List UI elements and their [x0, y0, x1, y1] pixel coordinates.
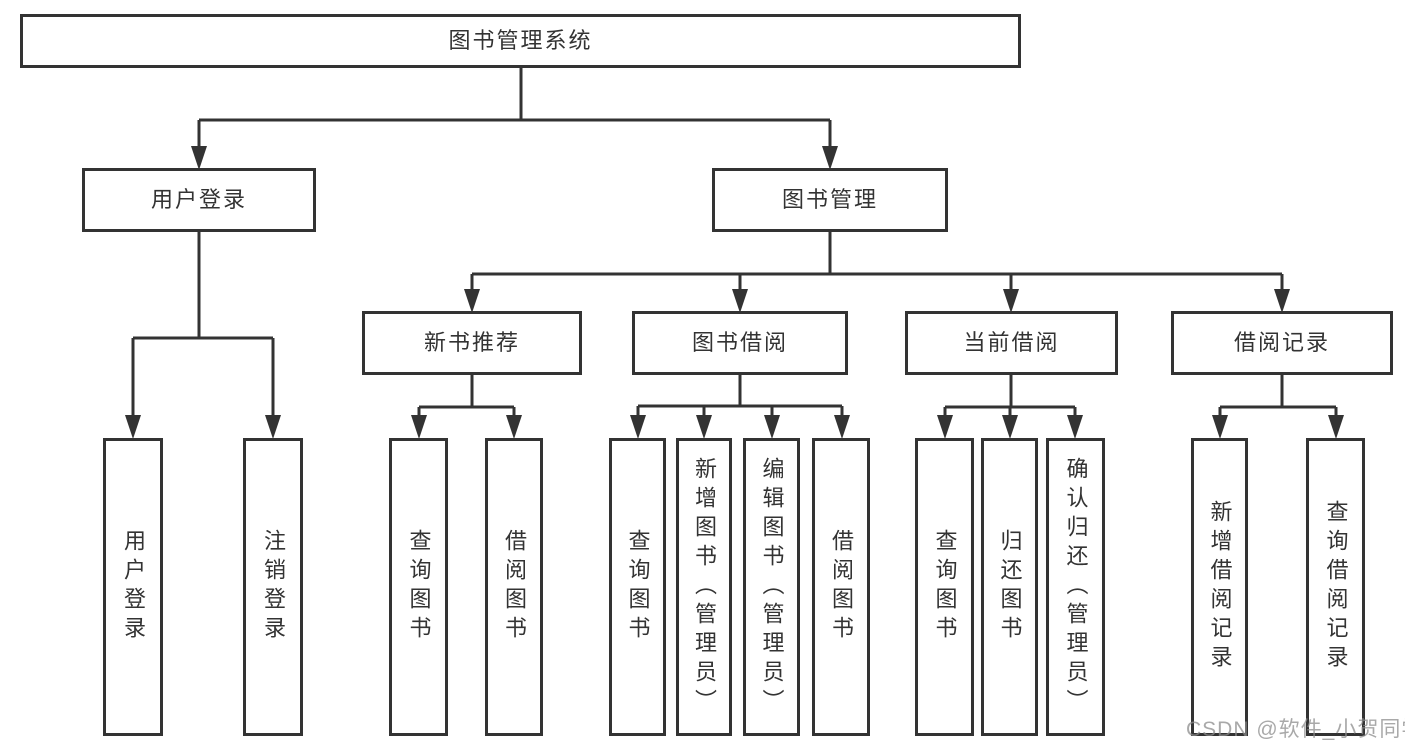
- node-book-borrow: 图书借阅: [632, 311, 848, 375]
- node-book-mgmt: 图书管理: [712, 168, 948, 232]
- arrow-down-icon: [411, 415, 427, 439]
- connector-root-to-level2: [197, 66, 832, 147]
- node-user-login: 用户登录: [82, 168, 316, 232]
- connector-bookmgmt-to-level3: [470, 231, 1284, 290]
- node-rec-borrow-book: 借阅图书: [485, 438, 543, 736]
- arrow-down-icon: [1002, 415, 1018, 439]
- node-borrow-record: 借阅记录: [1171, 311, 1393, 375]
- node-cb-query-book: 查询图书: [915, 438, 974, 736]
- node-rec-query-book: 查询图书: [389, 438, 448, 736]
- arrow-down-icon: [764, 415, 780, 439]
- arrow-down-icon: [506, 415, 522, 439]
- arrow-down-icon: [125, 415, 141, 439]
- arrowheads: [125, 146, 1344, 439]
- node-bb-edit-book: 编辑图书（管理员）: [743, 438, 800, 736]
- node-new-book-rec: 新书推荐: [362, 311, 582, 375]
- node-root: 图书管理系统: [20, 14, 1021, 68]
- connector-userlogin-to-leaves: [131, 231, 275, 416]
- arrow-down-icon: [1212, 415, 1228, 439]
- connector-newbookrec-to-leaves: [417, 374, 516, 417]
- node-cb-confirm-return: 确认归还（管理员）: [1046, 438, 1105, 736]
- arrow-down-icon: [822, 146, 838, 170]
- node-leaf-logout: 注销登录: [243, 438, 303, 736]
- arrow-down-icon: [937, 415, 953, 439]
- arrow-down-icon: [630, 415, 646, 439]
- connector-currentborrow-to-leaves: [943, 374, 1077, 417]
- connector-borrowrecord-to-leaves: [1218, 374, 1338, 417]
- arrow-down-icon: [696, 415, 712, 439]
- csdn-watermark: CSDN @软件_小贺同学: [1186, 718, 1405, 741]
- node-br-add-record: 新增借阅记录: [1191, 438, 1248, 736]
- arrow-down-icon: [834, 415, 850, 439]
- arrow-down-icon: [1003, 289, 1019, 313]
- arrow-down-icon: [1328, 415, 1344, 439]
- node-current-borrow: 当前借阅: [905, 311, 1118, 375]
- node-cb-return-book: 归还图书: [981, 438, 1038, 736]
- arrow-down-icon: [1067, 415, 1083, 439]
- arrow-down-icon: [732, 289, 748, 313]
- connector-bookborrow-to-leaves: [636, 374, 844, 417]
- arrow-down-icon: [265, 415, 281, 439]
- node-bb-borrow-book: 借阅图书: [812, 438, 870, 736]
- node-bb-query-book: 查询图书: [609, 438, 666, 736]
- arrow-down-icon: [191, 146, 207, 170]
- node-br-query-record: 查询借阅记录: [1306, 438, 1365, 736]
- arrow-down-icon: [464, 289, 480, 313]
- node-bb-add-book: 新增图书（管理员）: [676, 438, 732, 736]
- node-leaf-user-login: 用户登录: [103, 438, 163, 736]
- arrow-down-icon: [1274, 289, 1290, 313]
